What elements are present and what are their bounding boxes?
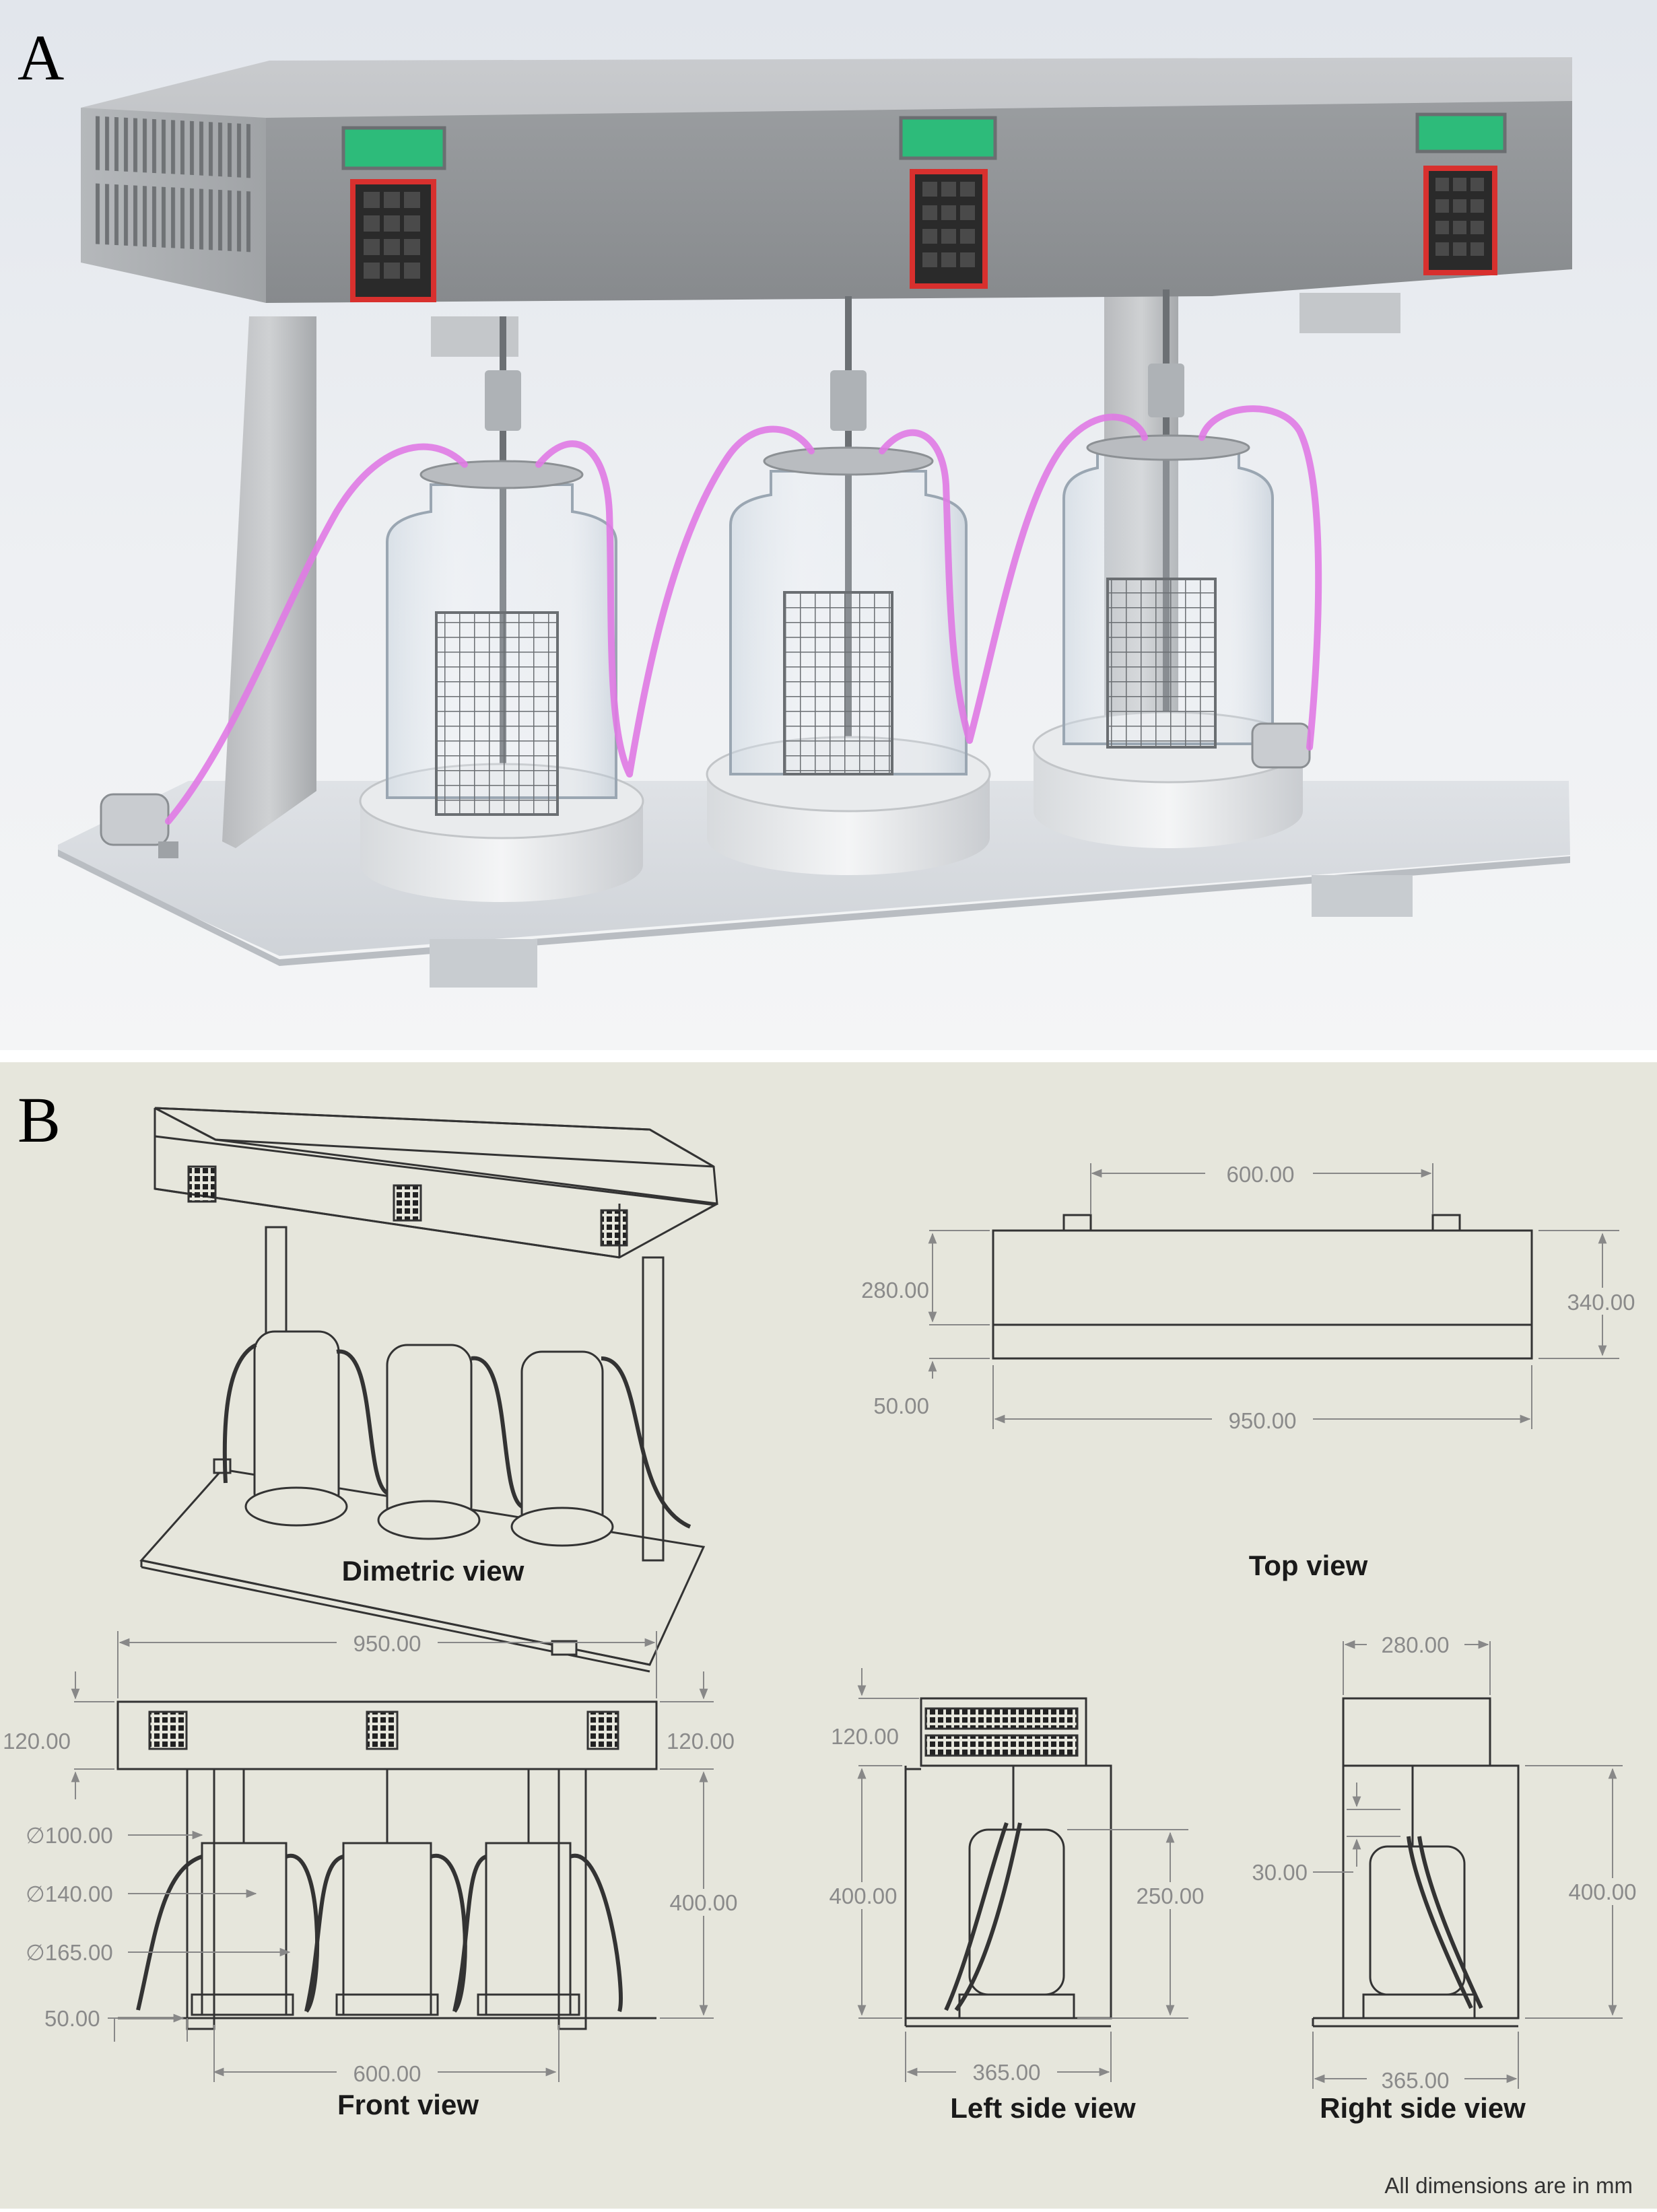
panel-a-render: A bbox=[0, 0, 1657, 1050]
top-view-dimensions bbox=[928, 1163, 1619, 1429]
apparatus-render bbox=[58, 57, 1572, 988]
display-screen bbox=[899, 116, 997, 160]
front-dim-120-right: 120.00 bbox=[667, 1729, 735, 1754]
top-dim-50: 50.00 bbox=[873, 1393, 929, 1418]
dimetric-view bbox=[139, 1107, 718, 1673]
caption-top: Top view bbox=[1249, 1550, 1368, 1581]
units-note: All dimensions are in mm bbox=[1384, 2173, 1633, 2198]
front-dim-950: 950.00 bbox=[353, 1631, 421, 1656]
pump-right bbox=[1251, 722, 1311, 769]
caption-dimetric: Dimetric view bbox=[342, 1555, 525, 1587]
top-dim-280: 280.00 bbox=[861, 1278, 929, 1303]
top-dim-950: 950.00 bbox=[1229, 1408, 1297, 1433]
front-dim-50: 50.00 bbox=[44, 2006, 100, 2031]
right-dim-400: 400.00 bbox=[1569, 1879, 1637, 1904]
right-side-view bbox=[1312, 1697, 1520, 2028]
left-pillar bbox=[222, 316, 316, 848]
left-dim-365: 365.00 bbox=[973, 2060, 1041, 2085]
front-dim-dia-165: ∅165.00 bbox=[26, 1940, 113, 1965]
caption-front: Front view bbox=[337, 2089, 479, 2120]
tubing bbox=[165, 405, 1322, 825]
panel-a-letter: A bbox=[18, 22, 65, 94]
left-dim-250: 250.00 bbox=[1137, 1883, 1205, 1908]
dissolution-vessel-3 bbox=[1032, 434, 1304, 848]
front-dim-600: 600.00 bbox=[353, 2061, 421, 2086]
right-dim-280: 280.00 bbox=[1382, 1632, 1450, 1657]
front-dim-dia-140: ∅140.00 bbox=[26, 1881, 113, 1906]
display-screen bbox=[1415, 112, 1507, 153]
right-dim-30: 30.00 bbox=[1252, 1860, 1308, 1885]
left-side-view bbox=[904, 1697, 1112, 2028]
front-dim-120-left: 120.00 bbox=[3, 1729, 71, 1754]
caption-left: Left side view bbox=[950, 2092, 1136, 2124]
top-dim-340: 340.00 bbox=[1567, 1290, 1635, 1315]
display-screen bbox=[341, 126, 446, 170]
left-dim-120: 120.00 bbox=[831, 1724, 899, 1749]
front-dim-400: 400.00 bbox=[670, 1890, 738, 1915]
left-side-view-dimensions bbox=[857, 1668, 1188, 2082]
front-dim-dia-100: ∅100.00 bbox=[26, 1823, 113, 1848]
panel-b-letter: B bbox=[18, 1084, 61, 1156]
vent-upper bbox=[93, 116, 255, 178]
dissolution-vessel-2 bbox=[706, 446, 991, 875]
panel-b-drawings: B bbox=[0, 1062, 1657, 2209]
foot-right bbox=[1312, 875, 1413, 917]
right-side-view-dimensions bbox=[1312, 1640, 1623, 2089]
foot-left bbox=[430, 939, 537, 988]
caption-right: Right side view bbox=[1320, 2092, 1526, 2124]
top-dim-600: 600.00 bbox=[1227, 1162, 1295, 1187]
dissolution-vessel-1 bbox=[359, 460, 644, 902]
top-view bbox=[992, 1214, 1533, 1360]
right-dim-365: 365.00 bbox=[1382, 2068, 1450, 2093]
engineering-drawing-sheet: Dimetric view 600.00 280.00 50.00 340.00… bbox=[3, 1107, 1645, 2198]
front-view bbox=[116, 1700, 658, 2030]
vent-lower bbox=[93, 183, 255, 252]
left-dim-400: 400.00 bbox=[830, 1883, 898, 1908]
